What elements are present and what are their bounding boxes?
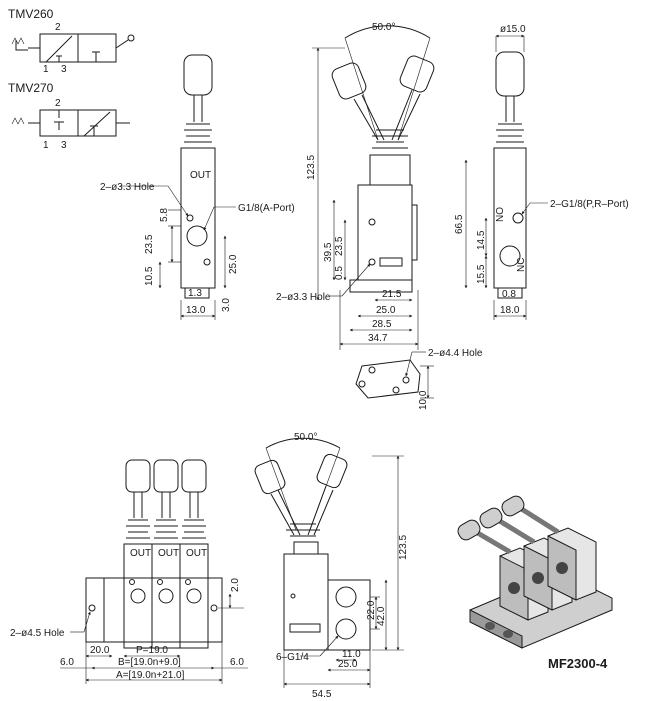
hole-label: 2–ø3.3 Hole	[100, 182, 155, 193]
dim-b: B=[19.0n+9.0]	[118, 657, 181, 668]
product-illustration: MF2300-4	[457, 495, 613, 671]
valve-1: OUT	[123, 459, 153, 649]
diameter-label: ø15.0	[500, 24, 526, 35]
manifold-front-view: OUT OUT OUT	[10, 459, 248, 684]
out-marking: OUT	[158, 548, 179, 559]
dim-23-5: 23.5	[144, 234, 155, 254]
model-label-tmv270: TMV270	[8, 81, 54, 95]
single-valve-right-view: ø15.0 NO NC 2–G1/8(P,R–Port) 66.5 14.5 1…	[454, 24, 629, 320]
a-port-label: G1/8(A-Port)	[238, 203, 295, 214]
angle-label: 50.0°	[294, 432, 317, 443]
out-marking: OUT	[130, 548, 151, 559]
hole-label: 2–ø4.4 Hole	[428, 348, 483, 359]
dim-25-0: 25.0	[338, 659, 358, 670]
symbol-tmv270: TMV270 2 1 3	[8, 81, 130, 151]
dim-34-7: 34.7	[368, 333, 388, 344]
hole-label: 2–ø4.5 Hole	[10, 628, 65, 639]
valve-3: OUT	[179, 459, 209, 649]
dim-3-0: 3.0	[221, 298, 232, 312]
dim-14-5: 14.5	[476, 230, 487, 250]
port-label: 6–G1/4	[276, 652, 309, 663]
dim-23-5: 23.5	[334, 236, 345, 256]
nc-marking: NC	[516, 258, 527, 272]
dim-21-5: 21.5	[382, 289, 402, 300]
dim-5-8: 5.8	[159, 208, 170, 222]
single-valve-front-view: OUT 2–ø3.3 Hole G1/8(A-Port) 5.8 23.5 10…	[100, 54, 295, 320]
dim-13-0: 13.0	[186, 305, 206, 316]
dim-2-0: 2.0	[230, 578, 241, 592]
single-valve-side-view: 50.0° 123.5 39.5 23.5 0.5 21.5 25.0 28.5…	[276, 22, 435, 350]
dim-25-0: 25.0	[376, 305, 396, 316]
dim-22-0: 22.0	[366, 600, 377, 620]
dim-20-0: 20.0	[90, 645, 110, 656]
product-model-label: MF2300-4	[548, 656, 608, 671]
dim-123-5: 123.5	[398, 535, 409, 560]
dim-11-0: 11.0	[342, 649, 361, 660]
dim-39-5: 39.5	[323, 242, 334, 262]
port-3-label: 3	[61, 140, 67, 151]
pitch-label: P=19.0	[136, 645, 168, 656]
port-2-label: 2	[55, 22, 61, 33]
angle-label: 50.0°	[372, 22, 395, 33]
manifold-side-view: 50.0° 6–G1/4 123.5 22.0 42.0 11.0 25.0	[254, 432, 409, 700]
dim-123-5: 123.5	[306, 155, 317, 180]
no-marking: NO	[495, 207, 506, 222]
dim-0-8: 0.8	[502, 289, 516, 300]
dim-28-5: 28.5	[372, 319, 392, 330]
symbol-tmv260: TMV260 2 1 3	[8, 7, 135, 75]
dim-10-5: 10.5	[144, 266, 155, 286]
valve-body-3	[547, 527, 597, 601]
dim-10-0: 10.0	[418, 390, 429, 410]
port-1-label: 1	[43, 140, 49, 151]
port-1-label: 1	[43, 64, 49, 75]
hole-label: 2–ø3.3 Hole	[276, 292, 331, 303]
mount-plate-view: 2–ø4.4 Hole 10.0	[355, 348, 483, 410]
dim-6-0-right: 6.0	[230, 657, 244, 668]
levers	[457, 495, 560, 555]
valve-2: OUT	[151, 459, 181, 649]
dim-54-5: 54.5	[312, 689, 332, 700]
port-3-label: 3	[61, 64, 67, 75]
dim-25-0: 25.0	[228, 254, 239, 274]
pr-port-label: 2–G1/8(P,R–Port)	[550, 199, 629, 210]
dim-42-0: 42.0	[376, 606, 387, 626]
dim-6-0-left: 6.0	[60, 657, 74, 668]
dim-15-5: 15.5	[476, 264, 487, 284]
dim-a: A=[19.0n+21.0]	[116, 670, 185, 681]
dim-66-5: 66.5	[454, 214, 465, 234]
dim-0-5: 0.5	[334, 266, 345, 280]
out-marking: OUT	[190, 170, 211, 181]
dim-1-3: 1.3	[188, 288, 202, 299]
model-label-tmv260: TMV260	[8, 7, 54, 21]
port-2-label: 2	[55, 98, 61, 109]
dim-18-0: 18.0	[500, 305, 520, 316]
out-marking: OUT	[186, 548, 207, 559]
